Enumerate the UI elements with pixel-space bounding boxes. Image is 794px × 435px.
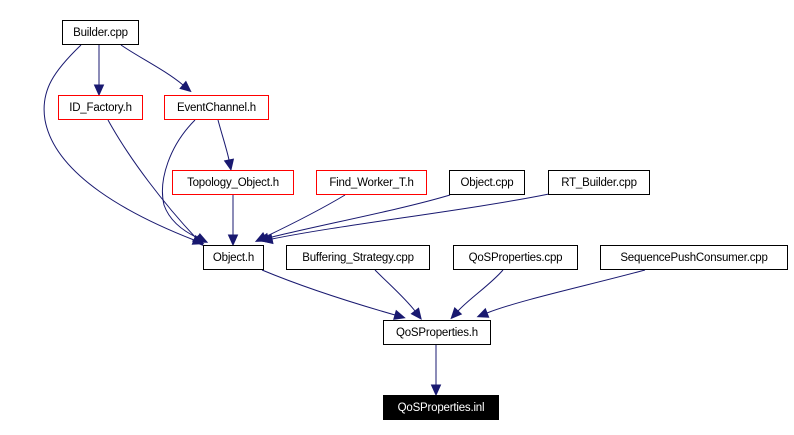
arrowhead-object_h-to-qosproperties_h <box>393 309 406 320</box>
arrowhead-eventchannel_h-to-topology_object_h <box>223 158 235 172</box>
arrowhead-builder_cpp-to-eventchannel_h <box>179 80 192 93</box>
node-rt-builder-cpp[interactable]: RT_Builder.cpp <box>548 170 650 195</box>
edge-id_factory_h-to-object_h <box>107 119 197 239</box>
edge-builder_cpp-to-object_h <box>43 44 195 241</box>
arrowhead-buffering_strategy_cpp-to-qosproperties_h <box>410 307 422 320</box>
edge-sequencepushconsumer_cpp-to-qosproperties_h <box>486 269 646 314</box>
edge-rt_builder_cpp-to-object_h <box>271 193 550 240</box>
arrowhead-qosproperties_cpp-to-qosproperties_h <box>450 307 463 320</box>
arrowhead-rt_builder_cpp-to-object_h <box>261 233 274 245</box>
node-qosproperties-h[interactable]: QoSProperties.h <box>383 320 491 345</box>
node-buffering-strategy-cpp[interactable]: Buffering_Strategy.cpp <box>286 245 430 270</box>
node-find-worker-t-h[interactable]: Find_Worker_T.h <box>316 170 427 195</box>
edge-builder_cpp-to-eventchannel_h <box>120 44 184 86</box>
arrowhead-topology_object_h-to-object_h <box>227 234 239 247</box>
arrowhead-builder_cpp-to-id_factory_h <box>93 84 105 97</box>
node-qosproperties-inl: QoSProperties.inl <box>383 395 499 420</box>
edge-object_h-to-qosproperties_h <box>261 269 396 316</box>
node-object-h[interactable]: Object.h <box>203 245 264 270</box>
edge-find_worker_t_h-to-object_h <box>264 194 346 238</box>
arrowhead-qosproperties_h-to-qosproperties_inl <box>430 384 442 397</box>
edge-eventchannel_h-to-object_h <box>162 119 199 239</box>
edge-buffering_strategy_cpp-to-qosproperties_h <box>374 269 416 312</box>
node-sequencepushconsumer-cpp[interactable]: SequencePushConsumer.cpp <box>600 245 788 270</box>
arrowhead-sequencepushconsumer_cpp-to-qosproperties_h <box>476 307 490 318</box>
node-topology-object-h[interactable]: Topology_Object.h <box>172 170 294 195</box>
edge-eventchannel_h-to-topology_object_h <box>217 119 230 161</box>
node-eventchannel-h[interactable]: EventChannel.h <box>164 95 269 120</box>
node-id-factory-h[interactable]: ID_Factory.h <box>58 95 143 120</box>
node-object-cpp[interactable]: Object.cpp <box>449 170 525 195</box>
node-qosproperties-cpp[interactable]: QoSProperties.cpp <box>453 245 578 270</box>
edge-object_cpp-to-object_h <box>267 194 451 239</box>
node-builder-cpp[interactable]: Builder.cpp <box>62 20 139 45</box>
arrowhead-eventchannel_h-to-object_h <box>195 233 209 243</box>
edge-qosproperties_cpp-to-qosproperties_h <box>457 269 504 312</box>
